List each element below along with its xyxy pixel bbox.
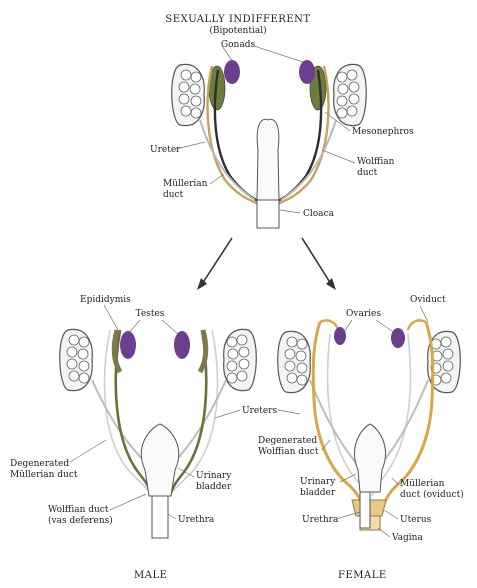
kidney-right-top: [334, 64, 367, 125]
uterus-label: Uterus: [400, 515, 432, 525]
epididymis-leader: [104, 305, 118, 330]
oviduct-funnel-right: [408, 320, 426, 330]
wolffian-duct-label-2: duct: [357, 168, 378, 178]
epididymis-label: Epididymis: [80, 295, 131, 305]
ovaries-leader-left: [344, 320, 352, 332]
degenerated-wolffian-label-2: Wolffian duct: [258, 447, 319, 457]
female-bladder-label-1: Urinary: [300, 477, 336, 487]
bladder-female: [355, 424, 386, 492]
kidney-left-female: [278, 331, 311, 392]
ureters-leader-female: [278, 410, 300, 414]
mullerian-leader: [210, 174, 224, 184]
degenerated-wolffian-label-1: Degenerated: [258, 436, 317, 446]
bladder-male: [141, 424, 178, 496]
ureters-leader-male: [215, 410, 240, 418]
ovary-left: [334, 327, 346, 345]
wolffian-leader: [322, 150, 355, 163]
indifferent-title: SEXUALLY INDIFFERENT: [165, 14, 310, 25]
epididymis-right: [200, 330, 206, 372]
wolffian-vas-label-1: Wolffian duct: [48, 505, 109, 515]
mullerian-duct-label-2: duct: [163, 190, 184, 200]
arrow-to-female: [302, 238, 331, 284]
ureters-label: Ureters: [242, 406, 277, 416]
testis-left: [120, 331, 136, 359]
gonad-right: [299, 60, 315, 84]
testes-label: Testes: [136, 309, 165, 319]
cloaca-leader: [280, 210, 300, 213]
urethra-male: [152, 496, 168, 538]
cloaca-label: Cloaca: [303, 209, 335, 219]
male-urethra-label: Urethra: [178, 515, 215, 525]
vagina-label: Vagina: [391, 533, 423, 543]
indifferent-structures: [172, 60, 367, 228]
male-bladder-label-2: bladder: [196, 482, 232, 492]
male-caption: MALE: [134, 570, 167, 581]
development-arrows: [197, 238, 336, 290]
wolffian-duct-label-1: Wolffian: [357, 157, 395, 167]
mesonephros-label: Mesonephros: [352, 127, 414, 137]
gonad-left: [224, 60, 240, 84]
wolffian-vas-label-2: (vas deferens): [48, 515, 113, 526]
mullerian-oviduct-label-2: duct (oviduct): [400, 489, 464, 500]
mullerian-duct-label-1: Müllerian: [163, 179, 208, 189]
mullerian-oviduct-label-1: Müllerian: [400, 479, 445, 489]
male-urethra-leader: [168, 514, 176, 519]
degenerated-mullerian-label-2: Müllerian duct: [10, 470, 78, 480]
kidney-left-male: [60, 329, 93, 390]
uterus-leader: [384, 510, 398, 519]
wolffian-vas-leader: [110, 494, 146, 510]
female-caption: FEMALE: [338, 570, 387, 581]
cloaca-tube: [257, 200, 279, 228]
gonads-label: Gonads: [221, 40, 256, 50]
oviduct-funnel-left: [320, 320, 338, 330]
male-bladder-label-1: Urinary: [196, 471, 232, 481]
ovary-right: [391, 328, 405, 348]
testes-leader-right: [162, 320, 178, 334]
degenerated-mullerian-label-1: Degenerated: [10, 459, 69, 469]
female-bladder-label-2: bladder: [300, 488, 336, 498]
testis-right: [174, 331, 190, 359]
bladder-top: [257, 119, 279, 200]
ureter-label: Ureter: [150, 145, 181, 155]
degenerated-mullerian-leader: [70, 440, 106, 462]
oviduct-label: Oviduct: [410, 295, 446, 305]
kidney-right-male: [224, 329, 257, 390]
gonads-leader-right: [254, 46, 303, 62]
kidney-left-top: [172, 64, 205, 125]
arrow-to-male: [202, 238, 232, 284]
urethra-female: [360, 492, 370, 528]
female-urethra-label: Urethra: [302, 515, 339, 525]
indifferent-subtitle: (Bipotential): [209, 25, 266, 36]
mullerian-oviduct-leader: [392, 478, 398, 484]
vagina-leader: [378, 528, 390, 537]
ovaries-label: Ovaries: [346, 309, 381, 319]
